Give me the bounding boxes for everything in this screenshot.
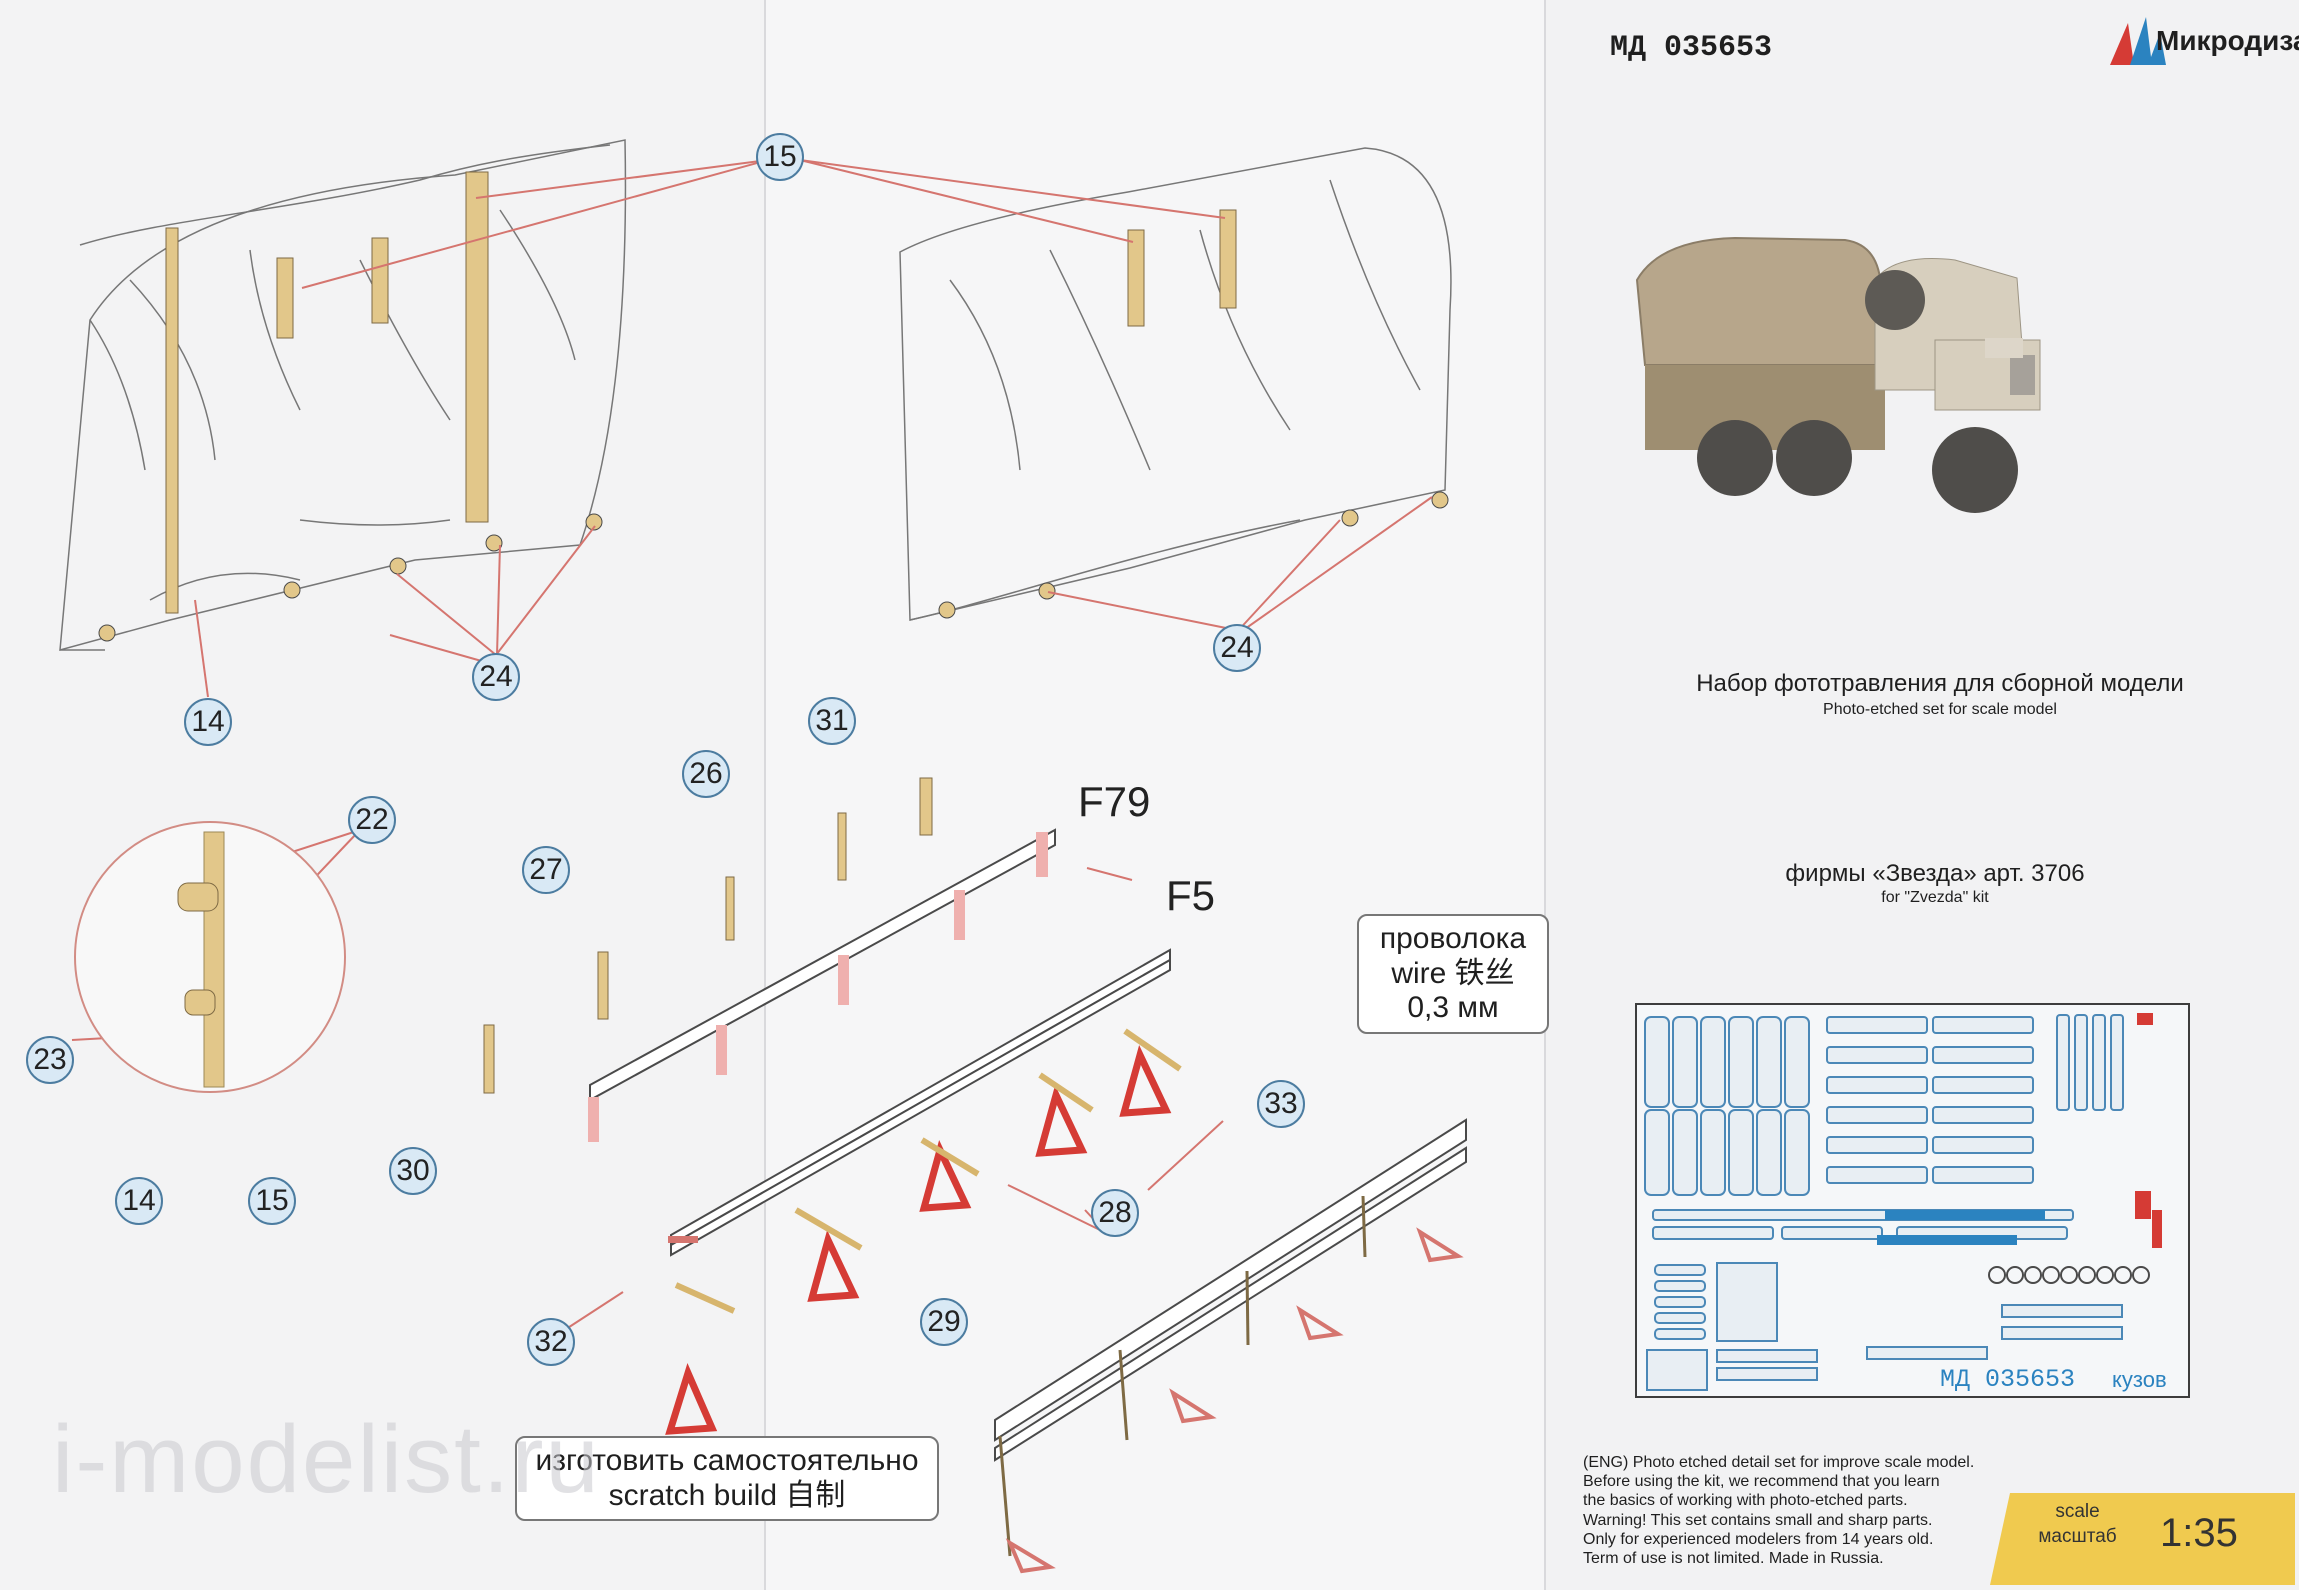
warning-text: (ENG) Photo etched detail set for improv… bbox=[1583, 1453, 2013, 1568]
callout-26: 26 bbox=[682, 750, 730, 798]
callout-29: 29 bbox=[920, 1298, 968, 1346]
f5-rail bbox=[668, 948, 1171, 1257]
callout-28: 28 bbox=[1091, 1189, 1139, 1237]
scratch-cn: 自制 bbox=[785, 1478, 846, 1512]
detail-circle bbox=[74, 821, 346, 1093]
wire-en: wire bbox=[1391, 956, 1447, 990]
warning-line-3: the basics of working with photo-etched … bbox=[1583, 1492, 1908, 1510]
wire-note: проволока wire 铁丝 0,3 мм bbox=[1357, 914, 1549, 1034]
tarp-right-drawing bbox=[899, 147, 1452, 621]
etch-layout bbox=[1644, 1013, 2162, 1391]
f79-rail bbox=[588, 828, 1056, 1142]
callout-leaders bbox=[71, 159, 1433, 1347]
step-handles bbox=[665, 1044, 1172, 1435]
callout-33: 33 bbox=[1257, 1080, 1305, 1128]
tarp-left-drawing bbox=[59, 139, 627, 652]
wire-en-cn: wire 铁丝 bbox=[1373, 957, 1533, 992]
callout-23: 23 bbox=[26, 1036, 74, 1084]
kit-en: for "Zvezda" kit bbox=[1881, 889, 1989, 906]
warning-line-1: (ENG) Photo etched detail set for improv… bbox=[1583, 1454, 1975, 1471]
callout-15-small: 15 bbox=[248, 1177, 296, 1225]
scale-badge-shape bbox=[1990, 1493, 2295, 1585]
title-en: Photo-etched set for scale model bbox=[1823, 701, 2057, 718]
callout-31: 31 bbox=[808, 697, 856, 745]
kit-ru: фирмы «Звезда» арт. 3706 bbox=[1785, 860, 2085, 887]
sheet-code: МД 035653 bbox=[1940, 1365, 2076, 1394]
callout-27: 27 bbox=[522, 846, 570, 894]
scratch-en: scratch build bbox=[608, 1478, 778, 1512]
part-label-f5: F5 bbox=[1166, 872, 1216, 919]
callout-15: 15 bbox=[756, 133, 804, 181]
scale-label-ru: масштаб bbox=[2038, 1526, 2117, 1547]
brand-name: Микродизайн bbox=[2156, 25, 2299, 56]
wire-ru: проволока bbox=[1379, 922, 1527, 955]
warning-line-2: Before using the kit, we recommend that … bbox=[1583, 1473, 1940, 1491]
tarp-left-straps bbox=[98, 171, 603, 642]
title-ru: Набор фототравления для сборной модели bbox=[1696, 670, 2184, 697]
wire-size: 0,3 мм bbox=[1407, 991, 1499, 1024]
wire-frame bbox=[994, 1118, 1467, 1574]
warning-line-5: Only for experienced modelers from 14 ye… bbox=[1583, 1530, 1934, 1548]
product-code: МД 035653 bbox=[1610, 31, 1773, 65]
part-label-f79: F79 bbox=[1078, 778, 1151, 825]
scratch-note: изготовить самостоятельно scratch build … bbox=[515, 1436, 939, 1521]
brass-parts bbox=[483, 777, 933, 1094]
callout-24: 24 bbox=[1213, 624, 1261, 672]
scale-label-en: scale bbox=[2055, 1501, 2100, 1522]
warning-line-6: Term of use is not limited. Made in Russ… bbox=[1583, 1549, 1884, 1567]
callout-22: 22 bbox=[348, 796, 396, 844]
brand-logo: Микродизайн bbox=[2104, 15, 2299, 67]
callout-24: 24 bbox=[472, 653, 520, 701]
callout-14: 14 bbox=[184, 698, 232, 746]
callout-32: 32 bbox=[527, 1318, 575, 1366]
watermark-text: i-modelist.ru bbox=[52, 1406, 601, 1513]
fold-line bbox=[764, 0, 766, 1590]
wire-cn: 铁丝 bbox=[1454, 956, 1515, 990]
scratch-ru: изготовить самостоятельно bbox=[535, 1444, 919, 1477]
photo-etch-sheet bbox=[1635, 1003, 2190, 1398]
fold-line bbox=[1544, 0, 1546, 1590]
callout-14-small: 14 bbox=[115, 1177, 163, 1225]
scale-badge: scale масштаб 1:35 bbox=[1990, 1493, 2295, 1585]
handle-arms bbox=[674, 1028, 1182, 1314]
scratch-en-cn: scratch build 自制 bbox=[531, 1479, 923, 1514]
callout-30: 30 bbox=[389, 1147, 437, 1195]
brand-mark-icon bbox=[2110, 17, 2166, 65]
warning-line-4: Warning! This set contains small and sha… bbox=[1583, 1511, 1933, 1529]
scale-value: 1:35 bbox=[2160, 1511, 2238, 1555]
tarp-right-straps bbox=[938, 209, 1449, 619]
sheet-title: кузов bbox=[2112, 1367, 2167, 1392]
truck-photo bbox=[1625, 220, 2095, 580]
